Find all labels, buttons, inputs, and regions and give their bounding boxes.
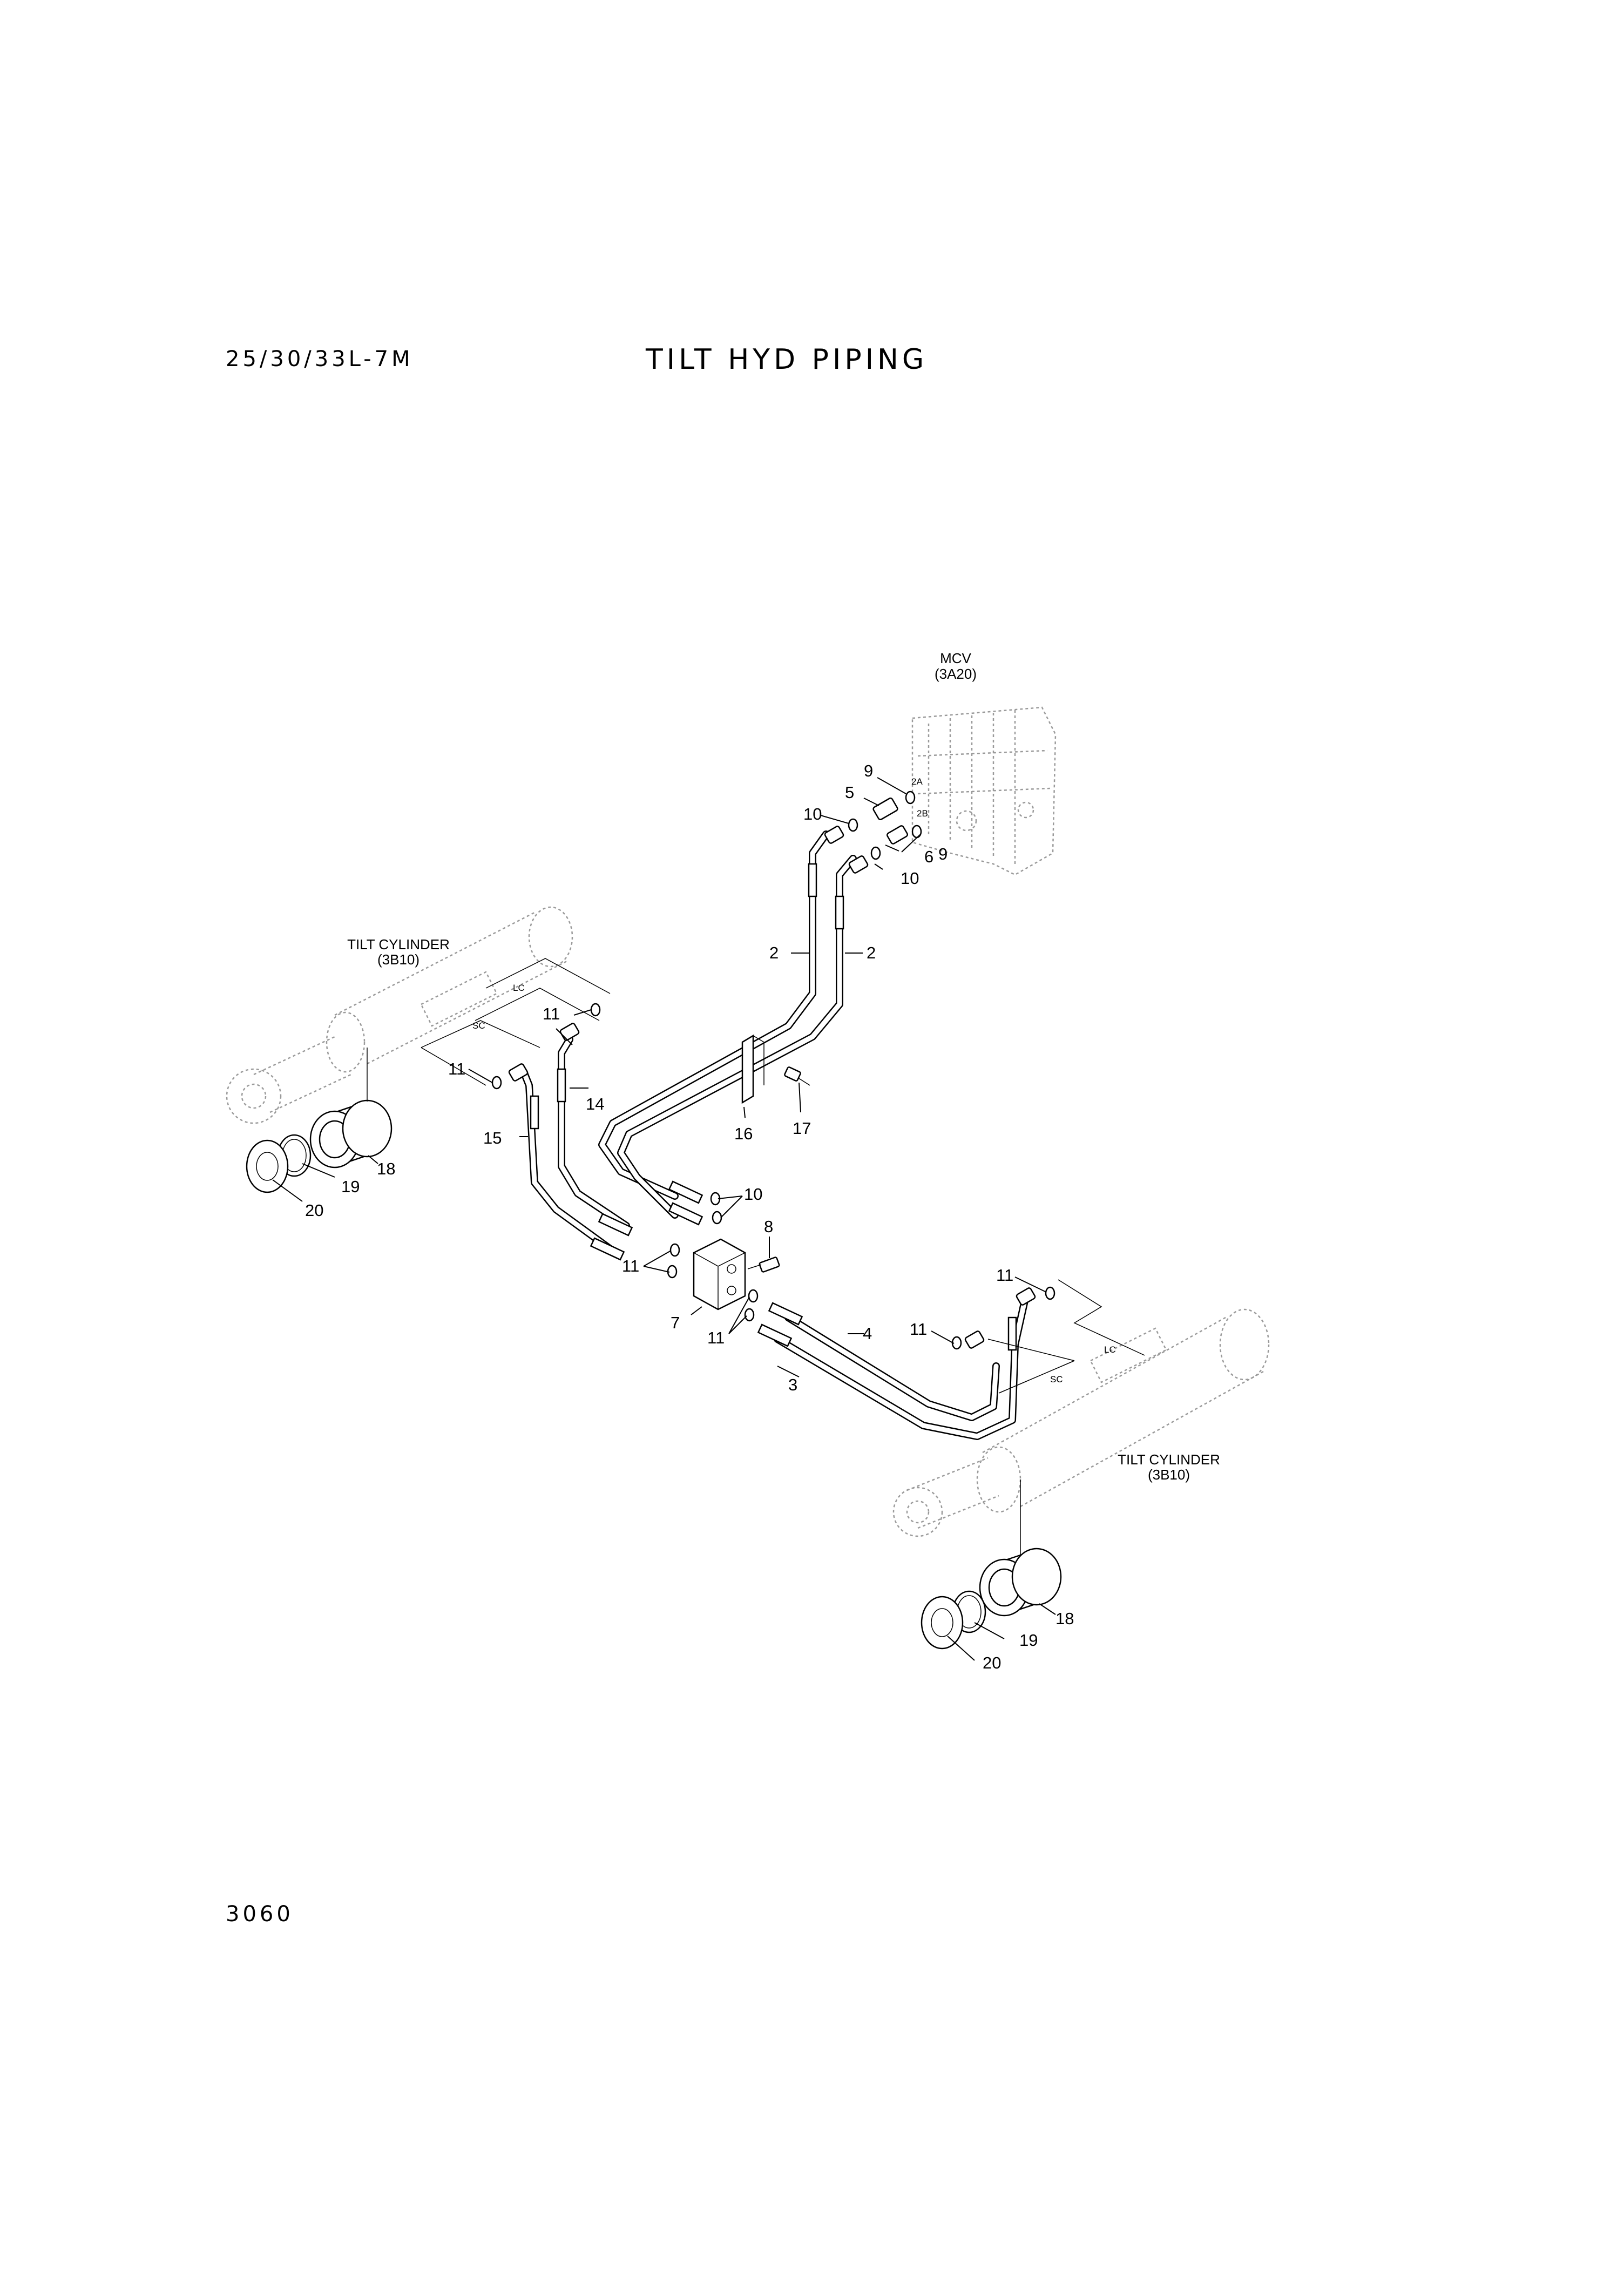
- washer-20-left: [246, 1139, 289, 1193]
- callout-10: 10: [803, 805, 822, 823]
- sc-lc-box-right: [987, 1279, 1145, 1394]
- tilt-cylinder-left-ref: (3B10): [377, 951, 419, 968]
- block-7: [693, 1238, 746, 1310]
- callout-3: 3: [788, 1375, 797, 1394]
- tilt-cylinder-left: [226, 906, 573, 1124]
- callout-11: 11: [910, 1320, 927, 1339]
- sc-lc-box-left: [421, 958, 611, 1086]
- sc-label-left: SC: [472, 1021, 485, 1031]
- pin-18-right: [979, 1480, 1062, 1617]
- callout-5: 5: [845, 783, 854, 802]
- callouts: 9 5 10 6 9 10 2 2 11 11 14 15 16 17 10 8…: [305, 761, 1074, 1672]
- page-number: 3060: [226, 1902, 294, 1927]
- callout-11: 11: [543, 1004, 560, 1023]
- callout-19: 19: [1019, 1631, 1038, 1650]
- callout-10: 10: [744, 1185, 762, 1204]
- callout-2: 2: [867, 943, 876, 962]
- callout-19: 19: [341, 1177, 360, 1196]
- mcv-ref: (3A20): [935, 666, 977, 682]
- mcv-block: [911, 706, 1057, 876]
- mcv-fittings: [824, 791, 922, 874]
- callout-15: 15: [483, 1129, 502, 1147]
- port-2b-label: 2B: [917, 808, 928, 819]
- fitting-8: [747, 1257, 780, 1273]
- o-rings: [491, 1003, 1055, 1350]
- callout-6: 6: [924, 847, 933, 866]
- callout-9: 9: [864, 761, 873, 780]
- callout-20: 20: [305, 1201, 323, 1220]
- callout-9: 9: [938, 845, 948, 863]
- model-number: 25/30/33L-7M: [226, 347, 414, 371]
- tube-14-15: [520, 1036, 630, 1257]
- callout-18: 18: [377, 1159, 395, 1178]
- callout-4: 4: [863, 1324, 872, 1343]
- mcv-label: MCV: [940, 650, 971, 666]
- tilt-cylinder-right-label: TILT CYLINDER: [1118, 1451, 1220, 1468]
- callout-20: 20: [983, 1653, 1001, 1672]
- washer-20-right: [921, 1596, 964, 1650]
- tilt-cylinder-right-ref: (3B10): [1148, 1467, 1190, 1483]
- tilt-cylinder-right: [892, 1308, 1270, 1537]
- tube-3-4: [774, 1292, 1030, 1440]
- hose-sleeves: [530, 863, 1017, 1351]
- callout-18: 18: [1055, 1609, 1074, 1628]
- callout-14: 14: [586, 1095, 604, 1113]
- bolt-17: [784, 1066, 810, 1086]
- lc-label-left: LC: [513, 983, 525, 993]
- callout-8: 8: [764, 1217, 773, 1236]
- sc-label-right: SC: [1050, 1374, 1063, 1384]
- pin-18-left: [309, 1048, 393, 1168]
- tilt-cylinder-left-label: TILT CYLINDER: [347, 936, 450, 953]
- callout-11: 11: [622, 1257, 639, 1275]
- cylinder-fittings: [508, 1023, 1036, 1349]
- port-2a-label: 2A: [911, 776, 923, 787]
- lc-label-right: LC: [1104, 1345, 1116, 1355]
- leader-lines: [272, 777, 1056, 1661]
- callout-16: 16: [734, 1124, 753, 1143]
- callout-17: 17: [793, 1119, 811, 1138]
- callout-7: 7: [671, 1313, 680, 1332]
- callout-11: 11: [707, 1328, 725, 1347]
- callout-11: 11: [996, 1266, 1013, 1285]
- page-title: TILT HYD PIPING: [646, 343, 928, 376]
- callout-2: 2: [769, 943, 779, 962]
- callout-10: 10: [901, 869, 919, 888]
- bracket-16: [741, 1034, 764, 1104]
- callout-11: 11: [448, 1059, 465, 1078]
